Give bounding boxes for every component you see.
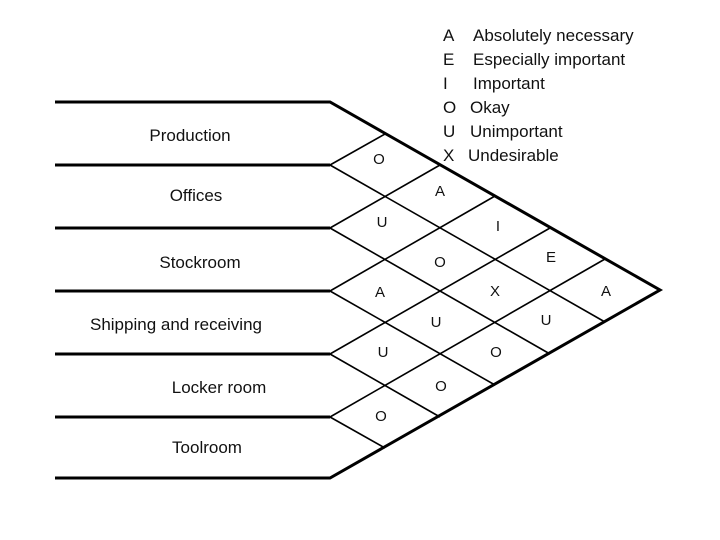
rating-code: O bbox=[434, 254, 446, 271]
rating-code: E bbox=[546, 249, 556, 266]
grid-diagonal-up bbox=[329, 195, 496, 292]
rating-code: O bbox=[490, 344, 502, 361]
rating-code: O bbox=[435, 378, 447, 395]
grid-diagonal-up bbox=[329, 133, 386, 166]
dept-label-offices: Offices bbox=[170, 186, 223, 205]
chart-frame bbox=[55, 100, 664, 480]
rating-code: O bbox=[375, 408, 387, 425]
legend-code: I bbox=[443, 74, 448, 93]
grid-diagonal-down bbox=[329, 164, 606, 323]
grid-diagonal-up bbox=[329, 227, 551, 355]
rating-code: U bbox=[377, 214, 388, 231]
rating-code: U bbox=[541, 312, 552, 329]
legend-meaning: Undesirable bbox=[468, 146, 559, 165]
legend-meaning: Especially important bbox=[473, 50, 625, 69]
dept-label-production: Production bbox=[149, 126, 230, 145]
rating-code: X bbox=[490, 283, 500, 300]
legend-code: E bbox=[443, 50, 454, 69]
dept-label-stockroom: Stockroom bbox=[159, 253, 240, 272]
rating-code: I bbox=[496, 218, 500, 235]
legend-code: O bbox=[443, 98, 456, 117]
grid-diagonal-down bbox=[329, 416, 386, 449]
rating-code: A bbox=[375, 284, 385, 301]
legend-code: U bbox=[443, 122, 455, 141]
rating-code: A bbox=[601, 283, 611, 300]
grid-diagonal-up bbox=[329, 258, 606, 418]
rating-code: U bbox=[378, 344, 389, 361]
dept-label-toolroom: Toolroom bbox=[172, 438, 242, 457]
grid-diagonal-up bbox=[329, 164, 441, 229]
legend-meaning: Important bbox=[473, 74, 545, 93]
rating-code: O bbox=[373, 151, 385, 168]
legend-meaning: Okay bbox=[470, 98, 510, 117]
legend: A Absolutely necessary E Especially impo… bbox=[443, 26, 634, 165]
rating-code: U bbox=[431, 314, 442, 331]
legend-meaning: Absolutely necessary bbox=[473, 26, 634, 45]
legend-code: A bbox=[443, 26, 455, 45]
legend-code: X bbox=[443, 146, 454, 165]
rating-code: A bbox=[435, 183, 445, 200]
dept-label-shipping-receiving: Shipping and receiving bbox=[90, 315, 262, 334]
dept-label-locker-room: Locker room bbox=[172, 378, 266, 397]
grid-diagonal-down bbox=[329, 290, 496, 386]
legend-meaning: Unimportant bbox=[470, 122, 563, 141]
